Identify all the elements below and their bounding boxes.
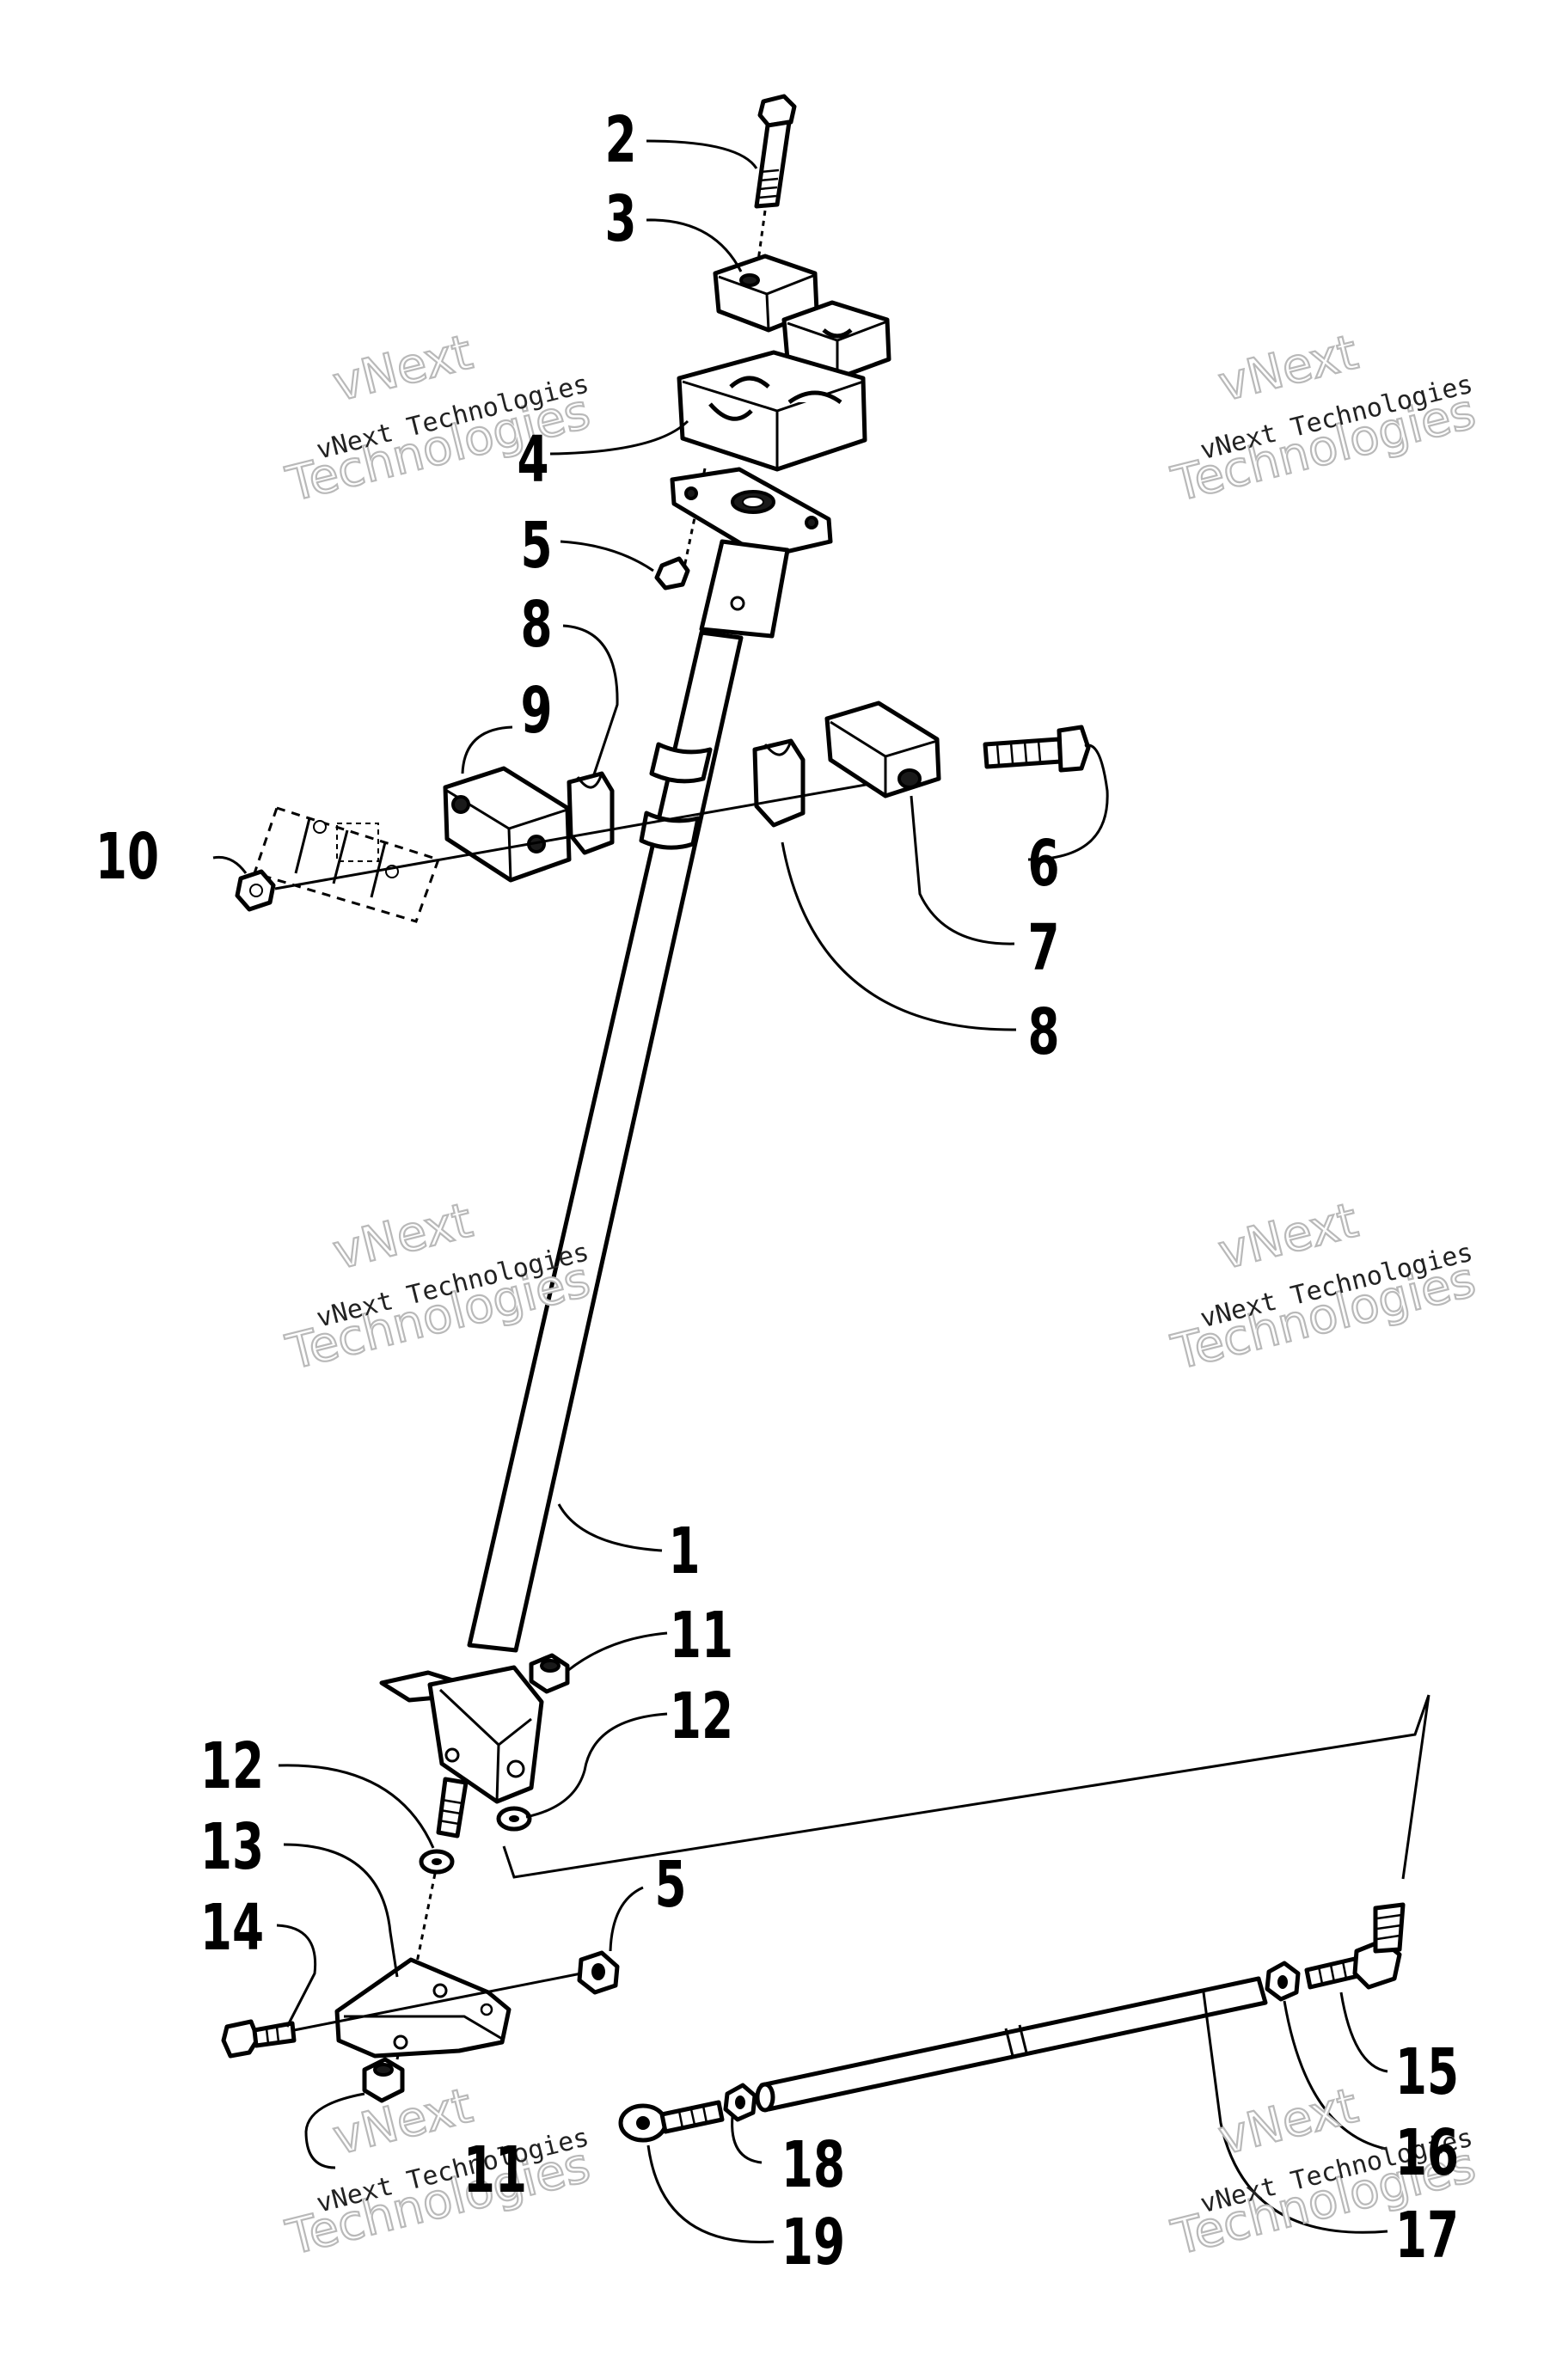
watermark-mid-right: vNext Technologies vNext Technologies	[1166, 1191, 1482, 1381]
callout-18: 18	[781, 2128, 845, 2202]
part-nut-upper	[654, 556, 690, 590]
part-nut-lower	[577, 1950, 620, 1995]
part-tie-rod	[755, 1976, 1268, 2113]
callout-13: 13	[200, 1810, 264, 1884]
part-bolt-left	[221, 2019, 297, 2059]
part-nut-arm	[529, 1653, 570, 1694]
callout-7: 7	[1027, 911, 1059, 985]
callout-15: 15	[1395, 2035, 1459, 2109]
svg-text:vNext: vNext	[1213, 325, 1363, 413]
callout-17: 17	[1395, 2199, 1459, 2273]
part-tie-rod-end-left	[618, 2100, 725, 2143]
callout-8b: 8	[1027, 995, 1059, 1069]
svg-text:vNext: vNext	[1213, 1193, 1363, 1282]
callout-5a: 5	[520, 509, 552, 583]
callout-16: 16	[1395, 2116, 1459, 2190]
callout-10: 10	[95, 820, 159, 894]
callout-12a: 12	[200, 1729, 264, 1803]
watermark-top-right: vNext Technologies vNext Technologies	[1166, 323, 1482, 513]
part-right-cap-clamp	[824, 701, 941, 798]
callout-14: 14	[200, 1891, 264, 1965]
part-lower-clamp-block	[677, 350, 867, 472]
svg-text:vNext: vNext	[1213, 2078, 1363, 2167]
part-steering-bracket	[334, 1957, 512, 2059]
callout-2: 2	[604, 103, 636, 177]
callout-9: 9	[520, 674, 552, 748]
svg-text:vNext: vNext	[328, 325, 477, 413]
part-bolt-top	[754, 94, 797, 209]
leader-lines	[212, 139, 1388, 2243]
callout-6: 6	[1027, 827, 1059, 901]
watermark-bottom-left: vNext Technologies vNext Technologies	[280, 2077, 597, 2267]
callout-8a: 8	[520, 588, 552, 662]
part-steering-post-bracket	[670, 467, 833, 639]
callout-1: 1	[668, 1514, 700, 1588]
callout-12b: 12	[670, 1679, 733, 1753]
part-jam-nut-left	[723, 2083, 757, 2122]
callout-11a: 11	[670, 1599, 733, 1673]
callout-numbers: 2 3 4 5 8 9 10 6 7 8 1 11 12 12 13 14 5 …	[95, 103, 1459, 2279]
svg-text:vNext: vNext	[328, 1193, 477, 1282]
part-nut-bottom	[362, 2057, 405, 2103]
callout-4: 4	[517, 423, 548, 497]
callout-19: 19	[781, 2206, 845, 2279]
watermark-top-left: vNext Technologies vNext Technologies	[280, 323, 597, 513]
callout-3: 3	[604, 182, 636, 256]
part-washer-left	[419, 1849, 455, 1875]
part-tie-rod-end-right	[1304, 1902, 1406, 1990]
part-washer-right	[496, 1806, 532, 1832]
part-steering-arm	[379, 1665, 544, 1839]
callout-5b: 5	[654, 1848, 686, 1922]
connection-outline	[502, 1694, 1430, 1880]
part-handlebar	[253, 806, 440, 923]
callout-11b: 11	[463, 2133, 527, 2207]
part-jam-nut-right	[1265, 1961, 1301, 2002]
part-bushing-right	[752, 738, 806, 828]
part-bolt-right	[983, 725, 1091, 773]
part-bushing-left	[567, 771, 615, 855]
part-handlebar-clamp	[443, 766, 572, 883]
part-flange-nut-left	[235, 869, 276, 912]
